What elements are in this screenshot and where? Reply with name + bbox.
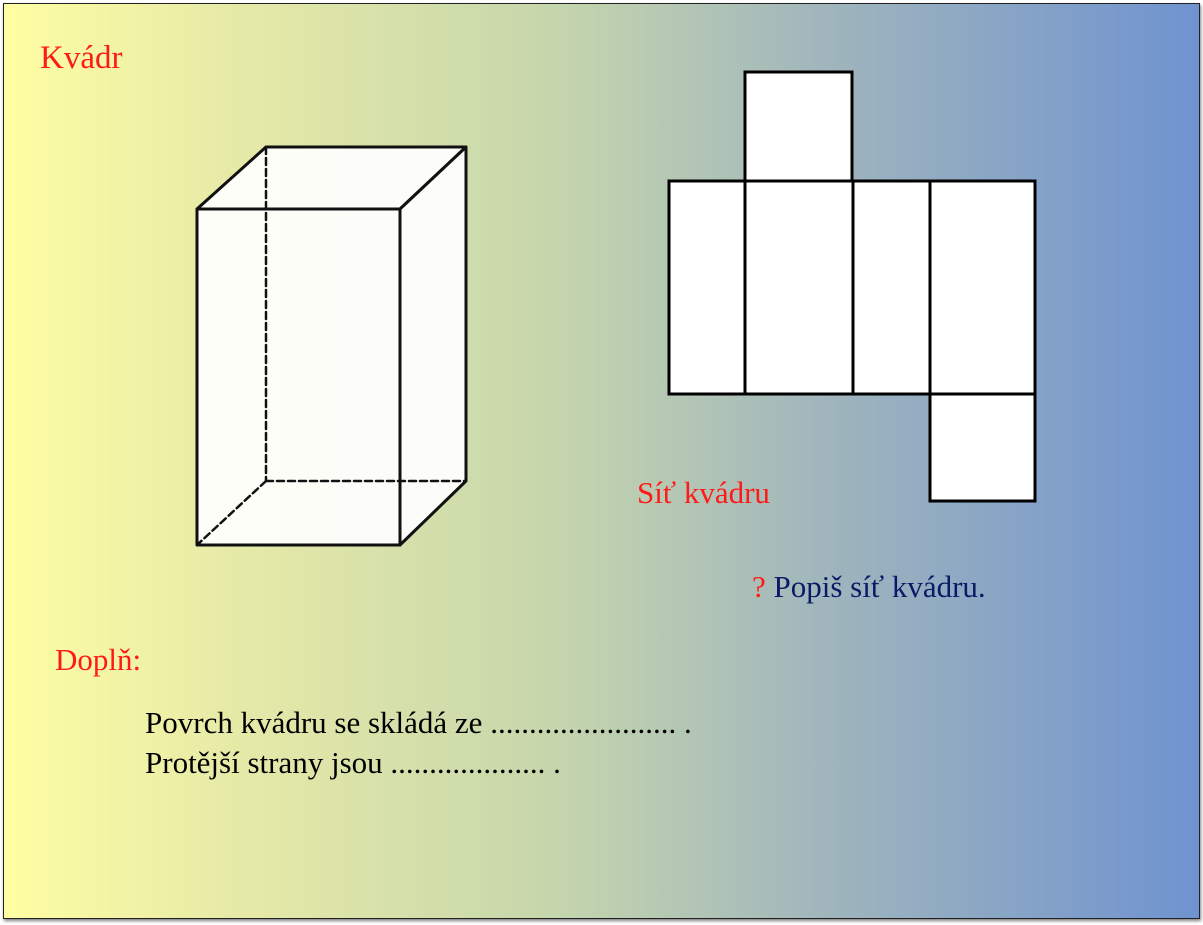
net-face-side-right <box>851 179 932 396</box>
cuboid-hidden-edge-depth <box>195 479 268 547</box>
question-mark: ? <box>752 569 766 604</box>
fill-in-sentence: Povrch kvádru se skládá ze .............… <box>145 705 692 740</box>
net-face-front <box>743 179 855 396</box>
cuboid-diagram <box>195 145 468 547</box>
question-prompt: ? Popiš síť kvádru. <box>752 571 986 602</box>
cuboid-net-diagram <box>667 70 1037 503</box>
net-label: Síť kvádru <box>637 475 770 510</box>
net-face-back <box>928 179 1037 396</box>
question-text: Popiš síť kvádru. <box>773 569 986 604</box>
slide-title: Kvádr <box>40 40 123 76</box>
slide: Kvádr Síť kvádru ? Popiš síť kvádru. Do <box>3 3 1200 919</box>
net-face-side-left <box>667 179 747 396</box>
net-face-bottom <box>928 392 1037 503</box>
fill-in-sentence: Protější strany jsou ...................… <box>145 745 561 780</box>
net-face-top <box>743 70 854 183</box>
fill-in-heading: Doplň: <box>55 642 142 677</box>
